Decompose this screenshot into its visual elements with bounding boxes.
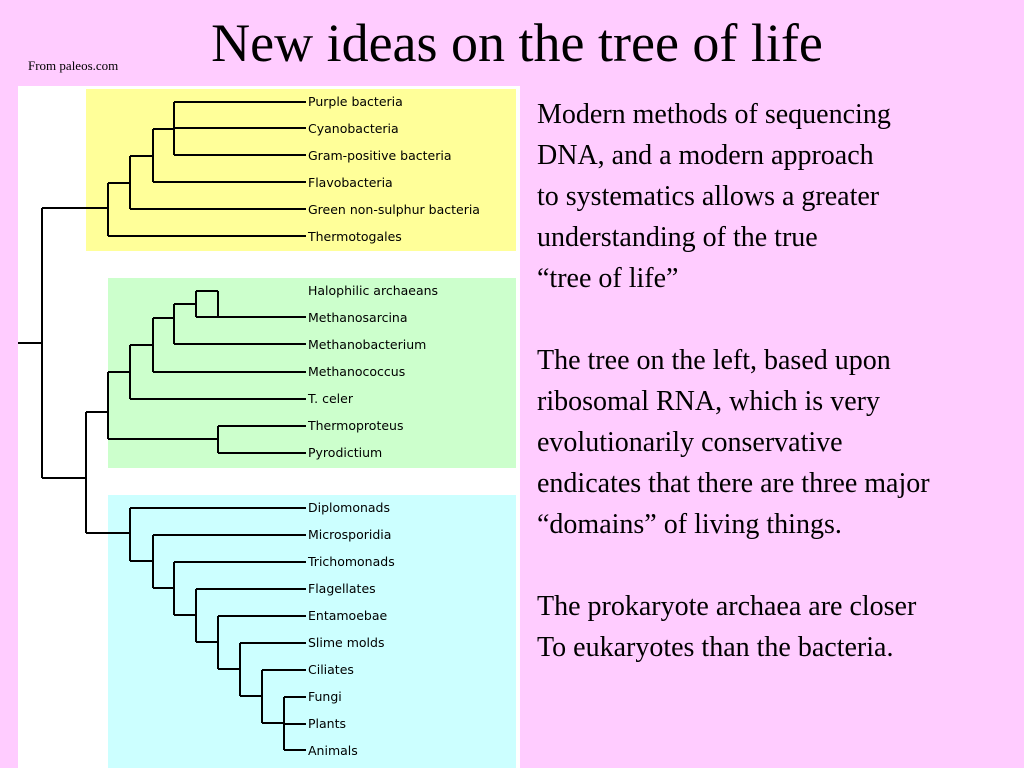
leaf-label-eukaryotes: Flagellates: [308, 581, 376, 596]
leaf-label-eukaryotes: Fungi: [308, 689, 342, 704]
leaf-label-bacteria: Purple bacteria: [308, 94, 403, 109]
leaf-label-archaea: Halophilic archaeans: [308, 283, 438, 298]
leaf-label-eukaryotes: Plants: [308, 716, 346, 731]
paragraph-tree-description: The tree on the left, based upon ribosom…: [537, 345, 930, 540]
leaf-label-bacteria: Flavobacteria: [308, 175, 393, 190]
eukaryotes-domain-box: [108, 495, 516, 768]
leaf-label-eukaryotes: Animals: [308, 743, 358, 758]
leaf-label-eukaryotes: Entamoebae: [308, 608, 387, 623]
leaf-labels: Purple bacteriaCyanobacteriaGram-positiv…: [307, 94, 480, 758]
leaf-label-bacteria: Gram-positive bacteria: [308, 148, 452, 163]
leaf-label-archaea: Pyrodictium: [308, 445, 382, 460]
slide-title: New ideas on the tree of life: [211, 13, 823, 73]
tree-branches: [18, 101, 306, 751]
leaf-label-eukaryotes: Slime molds: [308, 635, 384, 650]
leaf-label-eukaryotes: Diplomonads: [308, 500, 390, 515]
leaf-label-archaea: Methanosarcina: [308, 310, 408, 325]
tree-svg: Purple bacteriaCyanobacteriaGram-positiv…: [18, 89, 516, 768]
bacteria-domain-box: [86, 89, 516, 251]
leaf-label-archaea: Methanococcus: [308, 364, 405, 379]
leaf-label-eukaryotes: Trichomonads: [307, 554, 395, 569]
leaf-label-bacteria: Thermotogales: [307, 229, 402, 244]
leaf-label-archaea: T. celer: [307, 391, 354, 406]
paragraph-conclusion: The prokaryote archaea are closer To euk…: [537, 591, 917, 663]
leaf-label-bacteria: Green non-sulphur bacteria: [308, 202, 480, 217]
leaf-label-archaea: Thermoproteus: [307, 418, 403, 433]
leaf-label-eukaryotes: Ciliates: [308, 662, 354, 677]
leaf-label-archaea: Methanobacterium: [308, 337, 426, 352]
source-credit: From paleos.com: [28, 58, 119, 73]
leaf-label-eukaryotes: Microsporidia: [308, 527, 391, 542]
explanation-text: Modern methods of sequencing DNA, and a …: [537, 94, 1021, 709]
paragraph-intro: Modern methods of sequencing DNA, and a …: [537, 99, 891, 294]
leaf-label-bacteria: Cyanobacteria: [308, 121, 399, 136]
